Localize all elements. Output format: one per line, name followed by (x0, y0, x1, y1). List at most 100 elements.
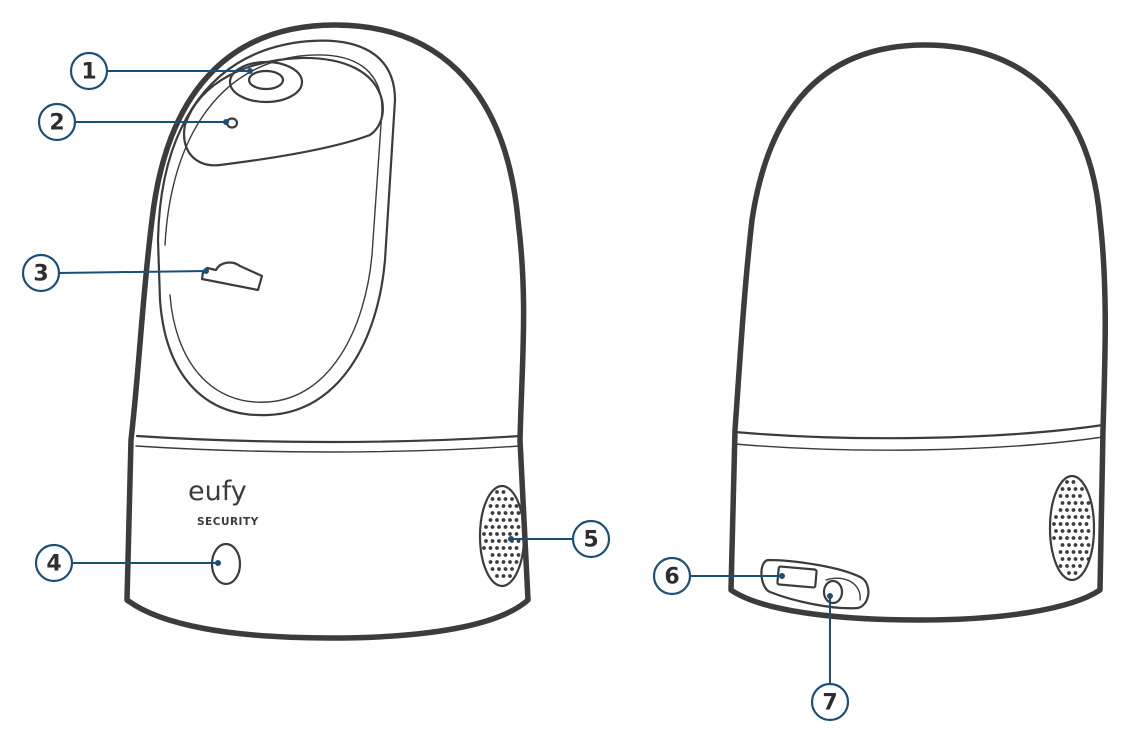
speaker-hole (516, 525, 521, 529)
speaker-hole (508, 560, 512, 564)
speaker-hole (501, 504, 506, 508)
speaker-hole (1073, 543, 1078, 547)
speaker-hole (1080, 515, 1084, 519)
speaker-hole (1067, 487, 1071, 491)
front-base-seam (135, 434, 522, 444)
speaker-hole (1058, 522, 1063, 526)
speaker-hole (1052, 522, 1056, 526)
speaker-hole (510, 553, 514, 557)
speaker-hole (1065, 550, 1069, 554)
callout-4: 4 (34, 543, 221, 583)
speaker-hole (1067, 557, 1071, 561)
callout-3-label: 3 (33, 262, 48, 287)
speaker-hole (482, 546, 486, 550)
speaker-hole (490, 525, 495, 529)
speaker-hole (1086, 543, 1091, 547)
front-lens (228, 60, 304, 104)
speaker-hole (514, 560, 519, 564)
speaker-hole (1073, 501, 1078, 505)
speaker-hole (497, 511, 501, 515)
speaker-hole (497, 525, 501, 529)
speaker-hole (1084, 536, 1089, 540)
front-lens-inner (247, 69, 285, 91)
back-base-seam (733, 423, 1105, 440)
speaker-hole (1058, 536, 1063, 540)
speaker-hole (1065, 522, 1069, 526)
speaker-hole (488, 504, 493, 508)
speaker-hole (501, 532, 506, 536)
speaker-hole (503, 525, 508, 529)
speaker-hole (1086, 515, 1091, 519)
speaker-hole (1073, 515, 1078, 519)
speaker-hole (1086, 529, 1091, 533)
front-body-outline (124, 22, 531, 641)
callout-4-label: 4 (46, 552, 61, 577)
callout-7: 7 (810, 593, 850, 722)
camera-front-view: eufy SECURITY (124, 22, 531, 641)
callout-6-label: 6 (664, 565, 679, 590)
speaker-hole (508, 504, 512, 508)
speaker-hole (1067, 501, 1071, 505)
back-body-outline (728, 42, 1108, 623)
speaker-hole (1078, 508, 1082, 512)
speaker-hole (514, 532, 519, 536)
speaker-hole (1078, 494, 1082, 498)
back-speaker-grille (1048, 474, 1096, 582)
speaker-hole (1065, 536, 1069, 540)
speaker-hole (510, 511, 514, 515)
speaker-hole (1065, 508, 1069, 512)
speaker-hole (508, 546, 512, 550)
callout-6: 6 (652, 556, 785, 596)
speaker-hole (503, 497, 508, 501)
speaker-hole (495, 518, 499, 522)
speaker-hole (495, 560, 499, 564)
callout-1: 1 (69, 51, 253, 91)
speaker-hole (503, 511, 508, 515)
speaker-hole (516, 539, 521, 543)
speaker-hole (1060, 515, 1065, 519)
brand-logo: eufy (188, 476, 247, 507)
speaker-hole (490, 567, 495, 571)
speaker-hole (501, 518, 506, 522)
speaker-hole (1084, 522, 1089, 526)
speaker-hole (1060, 557, 1065, 561)
speaker-hole (501, 560, 506, 564)
callout-1-label: 1 (81, 60, 96, 85)
speaker-hole (1078, 536, 1082, 540)
speaker-hole (1071, 550, 1076, 554)
callout-7-label: 7 (822, 691, 837, 716)
speaker-hole (1080, 543, 1084, 547)
speaker-hole (503, 553, 508, 557)
speaker-hole (503, 567, 508, 571)
speaker-hole (495, 504, 499, 508)
speaker-hole (1084, 508, 1089, 512)
speaker-hole (488, 532, 493, 536)
camera-back-view (728, 42, 1108, 623)
speaker-hole (501, 490, 506, 494)
speaker-hole (490, 497, 495, 501)
speaker-hole (1067, 543, 1071, 547)
speaker-hole (1065, 564, 1069, 568)
speaker-hole (490, 553, 495, 557)
speaker-hole (1060, 529, 1065, 533)
speaker-hole (501, 546, 506, 550)
callout-5-label: 5 (583, 528, 598, 553)
speaker-hole (508, 574, 512, 578)
speaker-hole (514, 504, 519, 508)
front-head-outline (156, 39, 397, 417)
speaker-hole (1080, 529, 1084, 533)
speaker-hole (1071, 494, 1076, 498)
speaker-hole (1060, 501, 1065, 505)
back-base-seam-lower (734, 436, 1104, 451)
front-head-inner (164, 54, 383, 403)
speaker-hole (495, 574, 499, 578)
speaker-hole (1086, 501, 1091, 505)
speaker-hole (1065, 494, 1069, 498)
speaker-hole (1071, 564, 1076, 568)
speaker-hole (1086, 557, 1091, 561)
back-power-port (822, 579, 844, 605)
speaker-hole (510, 567, 514, 571)
back-port-panel (760, 558, 870, 610)
speaker-hole (497, 539, 501, 543)
speaker-hole (1052, 536, 1056, 540)
